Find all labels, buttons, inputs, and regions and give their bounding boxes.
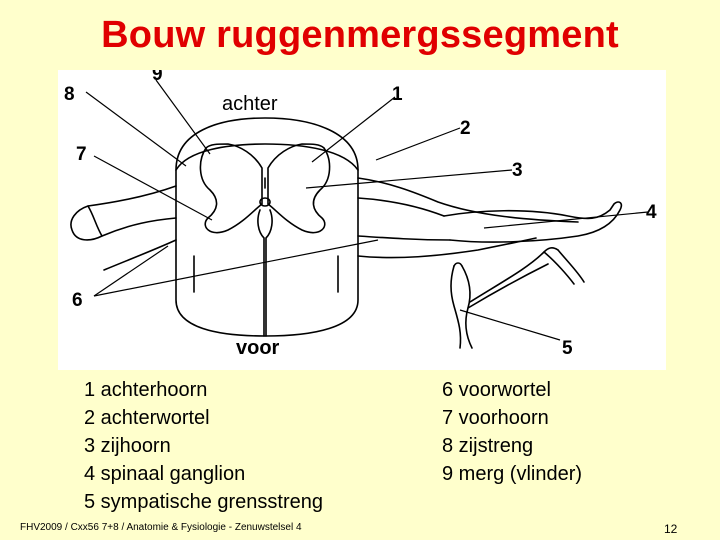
legend-item: 7 voorhoorn [442,407,549,429]
pointer-6b [93,239,379,297]
legend-item: 3 zijhoorn [84,435,171,457]
pointer-9 [155,79,211,155]
grey-matter-butterfly [199,143,263,234]
diagram-number-5: 5 [562,338,573,359]
page-number: 12 [664,522,678,536]
legend-item: 2 achterwortel [84,407,210,429]
diagram-number-3: 3 [512,160,523,181]
diagram-number-7: 7 [76,144,87,165]
sympathetic-trunk [450,265,462,349]
diagram-number-8: 8 [64,84,75,105]
diagram-number-2: 2 [460,118,471,139]
pointer-1 [311,96,396,163]
pointer-3 [305,169,513,189]
diagram-number-6: 6 [72,290,83,311]
legend-item: 6 voorwortel [442,379,551,401]
label-voor: voor [236,337,280,359]
legend-left: 1 achterhoorn 2 achterwortel 3 zijhoorn … [84,376,323,516]
pointer-2 [375,127,461,161]
legend-item: 8 zijstreng [442,435,534,457]
diagram-number-1: 1 [392,84,403,105]
slide-title: Bouw ruggenmergssegment [101,14,619,56]
diagram-number-4: 4 [646,202,657,223]
slide-footer: FHV2009 / Cxx56 7+8 / Anatomie & Fysiolo… [20,522,302,533]
pointer-6a [93,245,169,297]
spinal-cord-outline [175,117,359,337]
spinal-segment-drawing: 9 8 1 2 3 7 4 6 5 achter voor [64,70,657,359]
spinal-ganglion [443,201,623,243]
legend-item: 9 merg (vlinder) [442,463,583,485]
label-achter: achter [222,93,278,115]
spinal-segment-diagram: 9 8 1 2 3 7 4 6 5 achter voor [58,70,666,370]
legend-right: 6 voorwortel 7 voorhoorn 8 zijstreng 9 m… [442,376,582,488]
legend-item: 5 sympatische grensstreng [84,491,324,513]
legend-item: 1 achterhoorn [84,379,208,401]
pointer-4 [483,211,649,229]
pointer-7 [93,155,213,221]
legend-item: 4 spinaal ganglion [84,463,246,485]
pointer-5 [459,309,561,341]
diagram-number-9: 9 [152,70,163,85]
pointer-8 [85,91,187,167]
